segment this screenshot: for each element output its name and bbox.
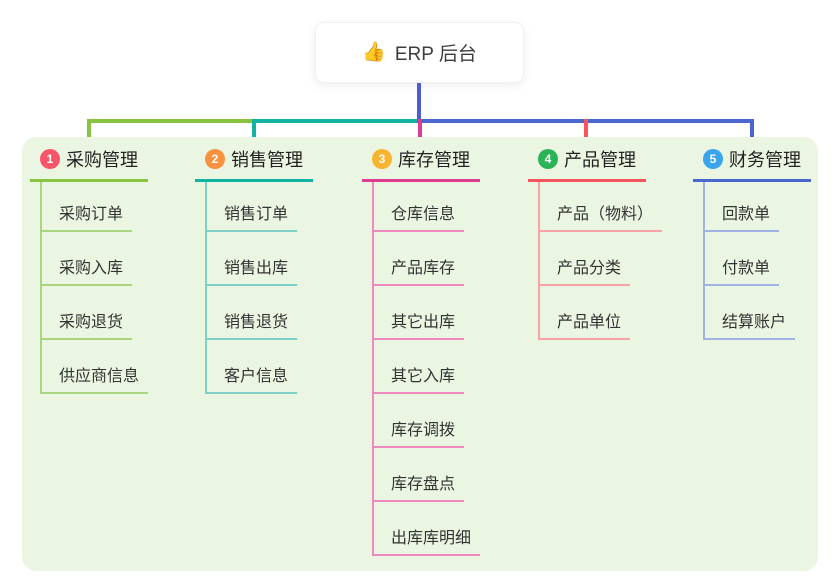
connector-drop-finance [750, 119, 754, 146]
node-stock-transfer[interactable]: 库存调拨 [374, 394, 465, 448]
branch-finance-children: 回款单 付款单 结算账户 [703, 182, 811, 340]
branch-purchase: 1 采购管理 采购订单 采购入库 采购退货 供应商信息 [30, 146, 149, 394]
branch-product-label: 产品管理 [564, 150, 636, 170]
node-sales-outbound[interactable]: 销售出库 [207, 232, 298, 286]
root-label: ERP 后台 [394, 44, 477, 65]
node-product-stock[interactable]: 产品库存 [374, 232, 465, 286]
thumbs-up-icon: 👍 [362, 42, 386, 63]
root-stem-connector [417, 83, 421, 121]
node-purchase-return[interactable]: 采购退货 [42, 286, 133, 340]
branch-purchase-children: 采购订单 采购入库 采购退货 供应商信息 [40, 182, 149, 394]
connector-horizontal-left [87, 119, 254, 123]
node-other-inbound[interactable]: 其它入库 [374, 340, 465, 394]
branch-inventory-label: 库存管理 [398, 150, 470, 170]
priority-5-icon: 5 [703, 149, 723, 169]
priority-4-icon: 4 [538, 149, 558, 169]
node-payment-order[interactable]: 付款单 [705, 232, 780, 286]
branch-finance-header[interactable]: 5 财务管理 [693, 146, 811, 182]
connector-drop-product [584, 119, 588, 146]
branch-purchase-label: 采购管理 [66, 150, 138, 170]
priority-1-icon: 1 [40, 149, 60, 169]
node-sales-return[interactable]: 销售退货 [207, 286, 298, 340]
node-product-unit[interactable]: 产品单位 [540, 286, 631, 340]
branches-panel: 1 采购管理 采购订单 采购入库 采购退货 供应商信息 2 销售管理 销售订单 … [22, 137, 818, 571]
node-supplier-info[interactable]: 供应商信息 [42, 340, 149, 394]
node-stock-count[interactable]: 库存盘点 [374, 448, 465, 502]
branch-sales-children: 销售订单 销售出库 销售退货 客户信息 [205, 182, 313, 394]
branch-sales-label: 销售管理 [231, 150, 303, 170]
branch-inventory-header[interactable]: 3 库存管理 [362, 146, 480, 182]
branch-finance-label: 财务管理 [729, 150, 801, 170]
connector-drop-sales [252, 119, 256, 146]
branch-product-children: 产品（物料） 产品分类 产品单位 [538, 182, 663, 340]
branch-sales-header[interactable]: 2 销售管理 [195, 146, 313, 182]
node-inout-detail[interactable]: 出库库明细 [374, 502, 481, 556]
connector-horizontal-mid [252, 119, 421, 123]
branch-product: 4 产品管理 产品（物料） 产品分类 产品单位 [528, 146, 663, 340]
node-product-material[interactable]: 产品（物料） [540, 182, 663, 232]
branch-sales: 2 销售管理 销售订单 销售出库 销售退货 客户信息 [195, 146, 313, 394]
node-warehouse-info[interactable]: 仓库信息 [374, 182, 465, 232]
connector-drop-purchase [87, 119, 91, 146]
branch-purchase-header[interactable]: 1 采购管理 [30, 146, 148, 182]
node-purchase-order[interactable]: 采购订单 [42, 182, 133, 232]
branch-finance: 5 财务管理 回款单 付款单 结算账户 [693, 146, 811, 340]
node-other-outbound[interactable]: 其它出库 [374, 286, 465, 340]
node-customer-info[interactable]: 客户信息 [207, 340, 298, 394]
branch-inventory: 3 库存管理 仓库信息 产品库存 其它出库 其它入库 库存调拨 库存盘点 出库库… [362, 146, 481, 556]
branch-product-header[interactable]: 4 产品管理 [528, 146, 646, 182]
node-sales-order[interactable]: 销售订单 [207, 182, 298, 232]
node-settlement-account[interactable]: 结算账户 [705, 286, 796, 340]
branch-inventory-children: 仓库信息 产品库存 其它出库 其它入库 库存调拨 库存盘点 出库库明细 [372, 182, 481, 556]
root-node[interactable]: 👍 ERP 后台 [315, 22, 524, 83]
node-receipt-order[interactable]: 回款单 [705, 182, 780, 232]
node-product-category[interactable]: 产品分类 [540, 232, 631, 286]
node-purchase-inbound[interactable]: 采购入库 [42, 232, 133, 286]
priority-2-icon: 2 [205, 149, 225, 169]
priority-3-icon: 3 [372, 149, 392, 169]
connector-drop-inventory [418, 119, 422, 146]
